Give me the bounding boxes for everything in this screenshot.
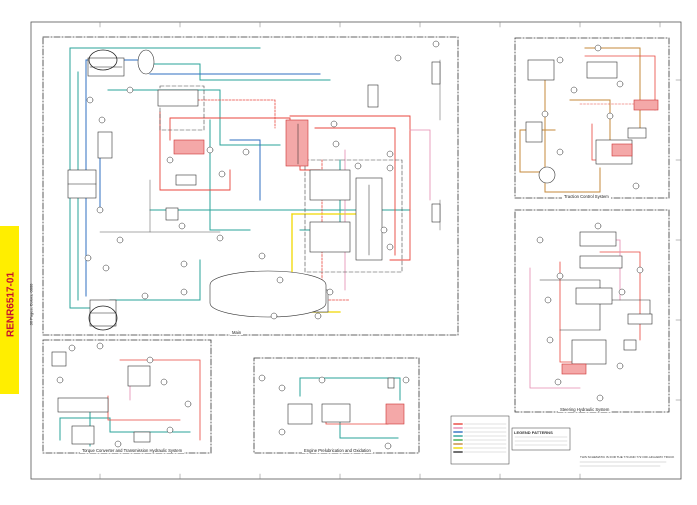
engine-components [287,377,395,425]
torque-section-title: Torque Converter and Transmission Hydrau… [80,448,185,453]
traction-components [525,59,647,184]
main-callouts [84,40,440,320]
steering-highlighted-valve [561,363,587,375]
steering-section-title: Steering Hydraulic System [558,407,612,412]
main-blue-lines [85,59,321,297]
traction-highlighted-valve [633,99,659,111]
legend-color-swatches [453,423,463,453]
document-id-tab: RENR6517-01 36 Pages, Colors, 0000 [0,226,34,394]
main-components [67,49,441,327]
torque-callouts [56,342,192,448]
sheet-border [30,21,682,480]
torque-section-box [42,339,212,454]
traction-section-title: Traction Control System [562,194,611,199]
engine-section-box [253,357,420,454]
legend-title: LEGEND PATTERNS [514,430,553,435]
grid-ticks [99,21,682,480]
legend-rows [463,423,568,453]
engine-section-title: Engine Prelubrication and Oxidation [302,448,373,453]
document-code: RENR6517-01 [5,271,17,338]
main-highlighted-valves [173,119,309,167]
torque-red-lines [107,359,201,441]
steering-callouts [536,222,644,402]
main-component-details [67,66,370,314]
steering-components [571,231,653,365]
document-subtitle: 36 Pages, Colors, 0000 [28,283,34,326]
main-grey-lines [99,59,441,233]
torque-components [51,351,151,445]
main-dashed-boundaries [159,85,403,273]
traction-highlighted-valve-2 [611,143,633,157]
note-lines [579,461,667,467]
main-section-box [42,36,459,336]
engine-highlighted-pump [385,403,405,425]
steering-section-box [514,209,670,413]
main-pump-circle-2 [88,305,118,331]
main-pump-circle [88,49,118,71]
traction-callouts [541,44,640,190]
engine-callouts [258,374,410,450]
schematic-note: THIS SCHEMATIC IS FOR THE 770 AND 772 OF… [580,455,675,459]
engine-teal-lines [299,377,401,439]
main-section-title: Main [230,330,244,335]
